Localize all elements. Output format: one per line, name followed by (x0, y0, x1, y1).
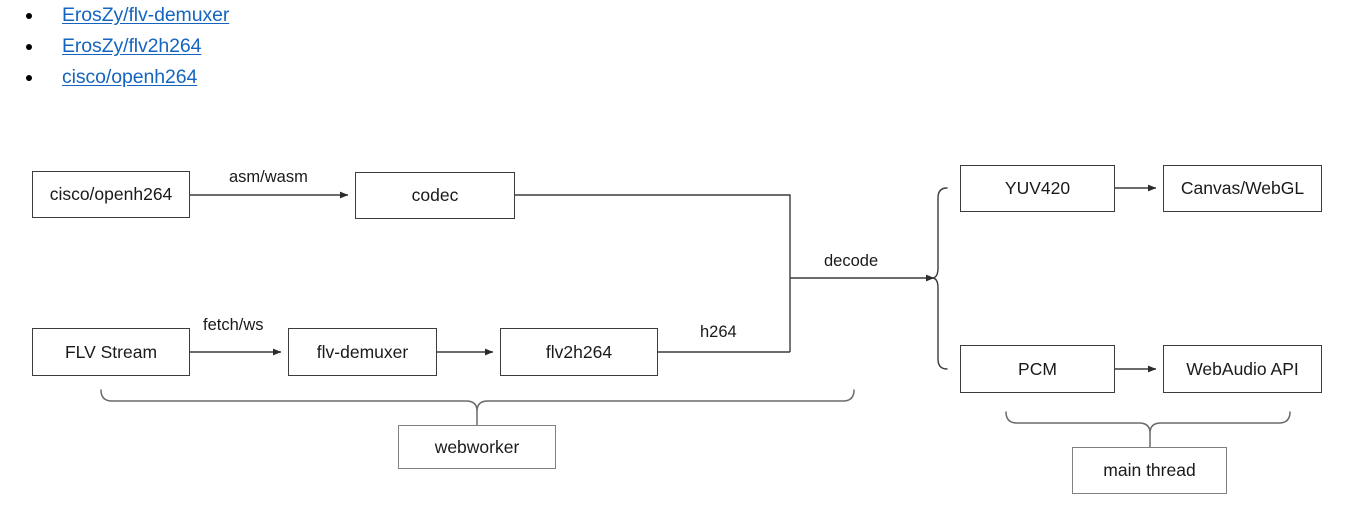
node-webaudio-api[interactable]: WebAudio API (1163, 345, 1322, 393)
node-main-thread[interactable]: main thread (1072, 447, 1227, 494)
list-item: cisco/openh264 (0, 62, 520, 93)
repository-link-list: ErosZy/flv-demuxer ErosZy/flv2h264 cisco… (0, 0, 520, 93)
edge-codec-merge (515, 194, 791, 352)
node-canvas-webgl[interactable]: Canvas/WebGL (1163, 165, 1322, 212)
node-cisco-openh264[interactable]: cisco/openh264 (32, 171, 190, 218)
node-webworker[interactable]: webworker (398, 425, 556, 469)
edge-label-h264: h264 (700, 323, 737, 341)
split-brace (931, 187, 948, 370)
node-yuv420[interactable]: YUV420 (960, 165, 1115, 212)
link-flv-demuxer[interactable]: ErosZy/flv-demuxer (62, 4, 230, 26)
node-pcm[interactable]: PCM (960, 345, 1115, 393)
mainthread-brace (1005, 411, 1291, 434)
webworker-brace (100, 389, 855, 412)
edge-label-fetch-ws: fetch/ws (203, 316, 264, 334)
node-codec[interactable]: codec (355, 172, 515, 219)
bullet-icon (26, 43, 32, 50)
edge-label-decode: decode (824, 252, 879, 270)
edge-label-asm-wasm: asm/wasm (229, 168, 308, 186)
link-flv2h264[interactable]: ErosZy/flv2h264 (62, 35, 202, 57)
node-flv-stream[interactable]: FLV Stream (32, 328, 190, 376)
bullet-icon (26, 74, 32, 81)
node-flv2h264[interactable]: flv2h264 (500, 328, 658, 376)
link-openh264[interactable]: cisco/openh264 (62, 66, 198, 88)
bullet-icon (26, 12, 32, 19)
list-item: ErosZy/flv2h264 (0, 31, 520, 62)
node-flv-demuxer[interactable]: flv-demuxer (288, 328, 437, 376)
list-item: ErosZy/flv-demuxer (0, 0, 520, 31)
